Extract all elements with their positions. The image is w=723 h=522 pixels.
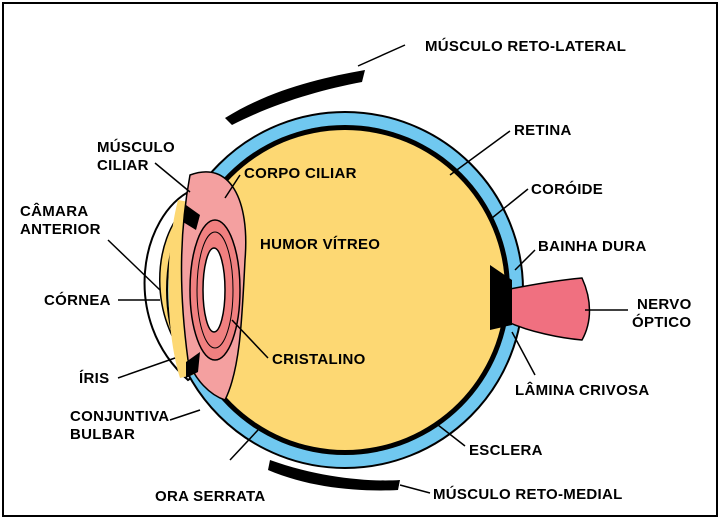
lens-core	[203, 248, 225, 332]
label-coroide: CORÓIDE	[531, 181, 603, 198]
label-esclera: ESCLERA	[469, 442, 543, 459]
label-nervo-optico-1: NERVO	[637, 296, 692, 313]
label-camara-1: CÂMARA	[20, 203, 88, 220]
label-conjuntiva-2: BULBAR	[70, 426, 135, 443]
label-cristalino: CRISTALINO	[272, 351, 366, 368]
label-musculo-reto-lateral: MÚSCULO RETO-LATERAL	[425, 38, 626, 55]
label-corpo-ciliar: CORPO CILIAR	[244, 165, 357, 182]
label-nervo-optico-2: ÓPTICO	[632, 314, 691, 331]
label-bainha-dura: BAINHA DURA	[538, 238, 647, 255]
label-musculo-reto-medial: MÚSCULO RETO-MEDIAL	[433, 486, 623, 503]
label-musculo-ciliar-2: CILIAR	[97, 157, 149, 174]
label-humor-vitreo: HUMOR VÍTREO	[260, 236, 380, 253]
label-conjuntiva-1: CONJUNTIVA	[70, 408, 169, 425]
label-lamina-crivosa: LÂMINA CRIVOSA	[515, 382, 649, 399]
label-retina: RETINA	[514, 122, 572, 139]
label-iris: ÍRIS	[79, 370, 109, 387]
label-camara-2: ANTERIOR	[20, 221, 101, 238]
label-musculo-ciliar-1: MÚSCULO	[97, 139, 175, 156]
label-ora-serrata: ORA SERRATA	[155, 488, 266, 505]
label-cornea: CÓRNEA	[44, 292, 111, 309]
